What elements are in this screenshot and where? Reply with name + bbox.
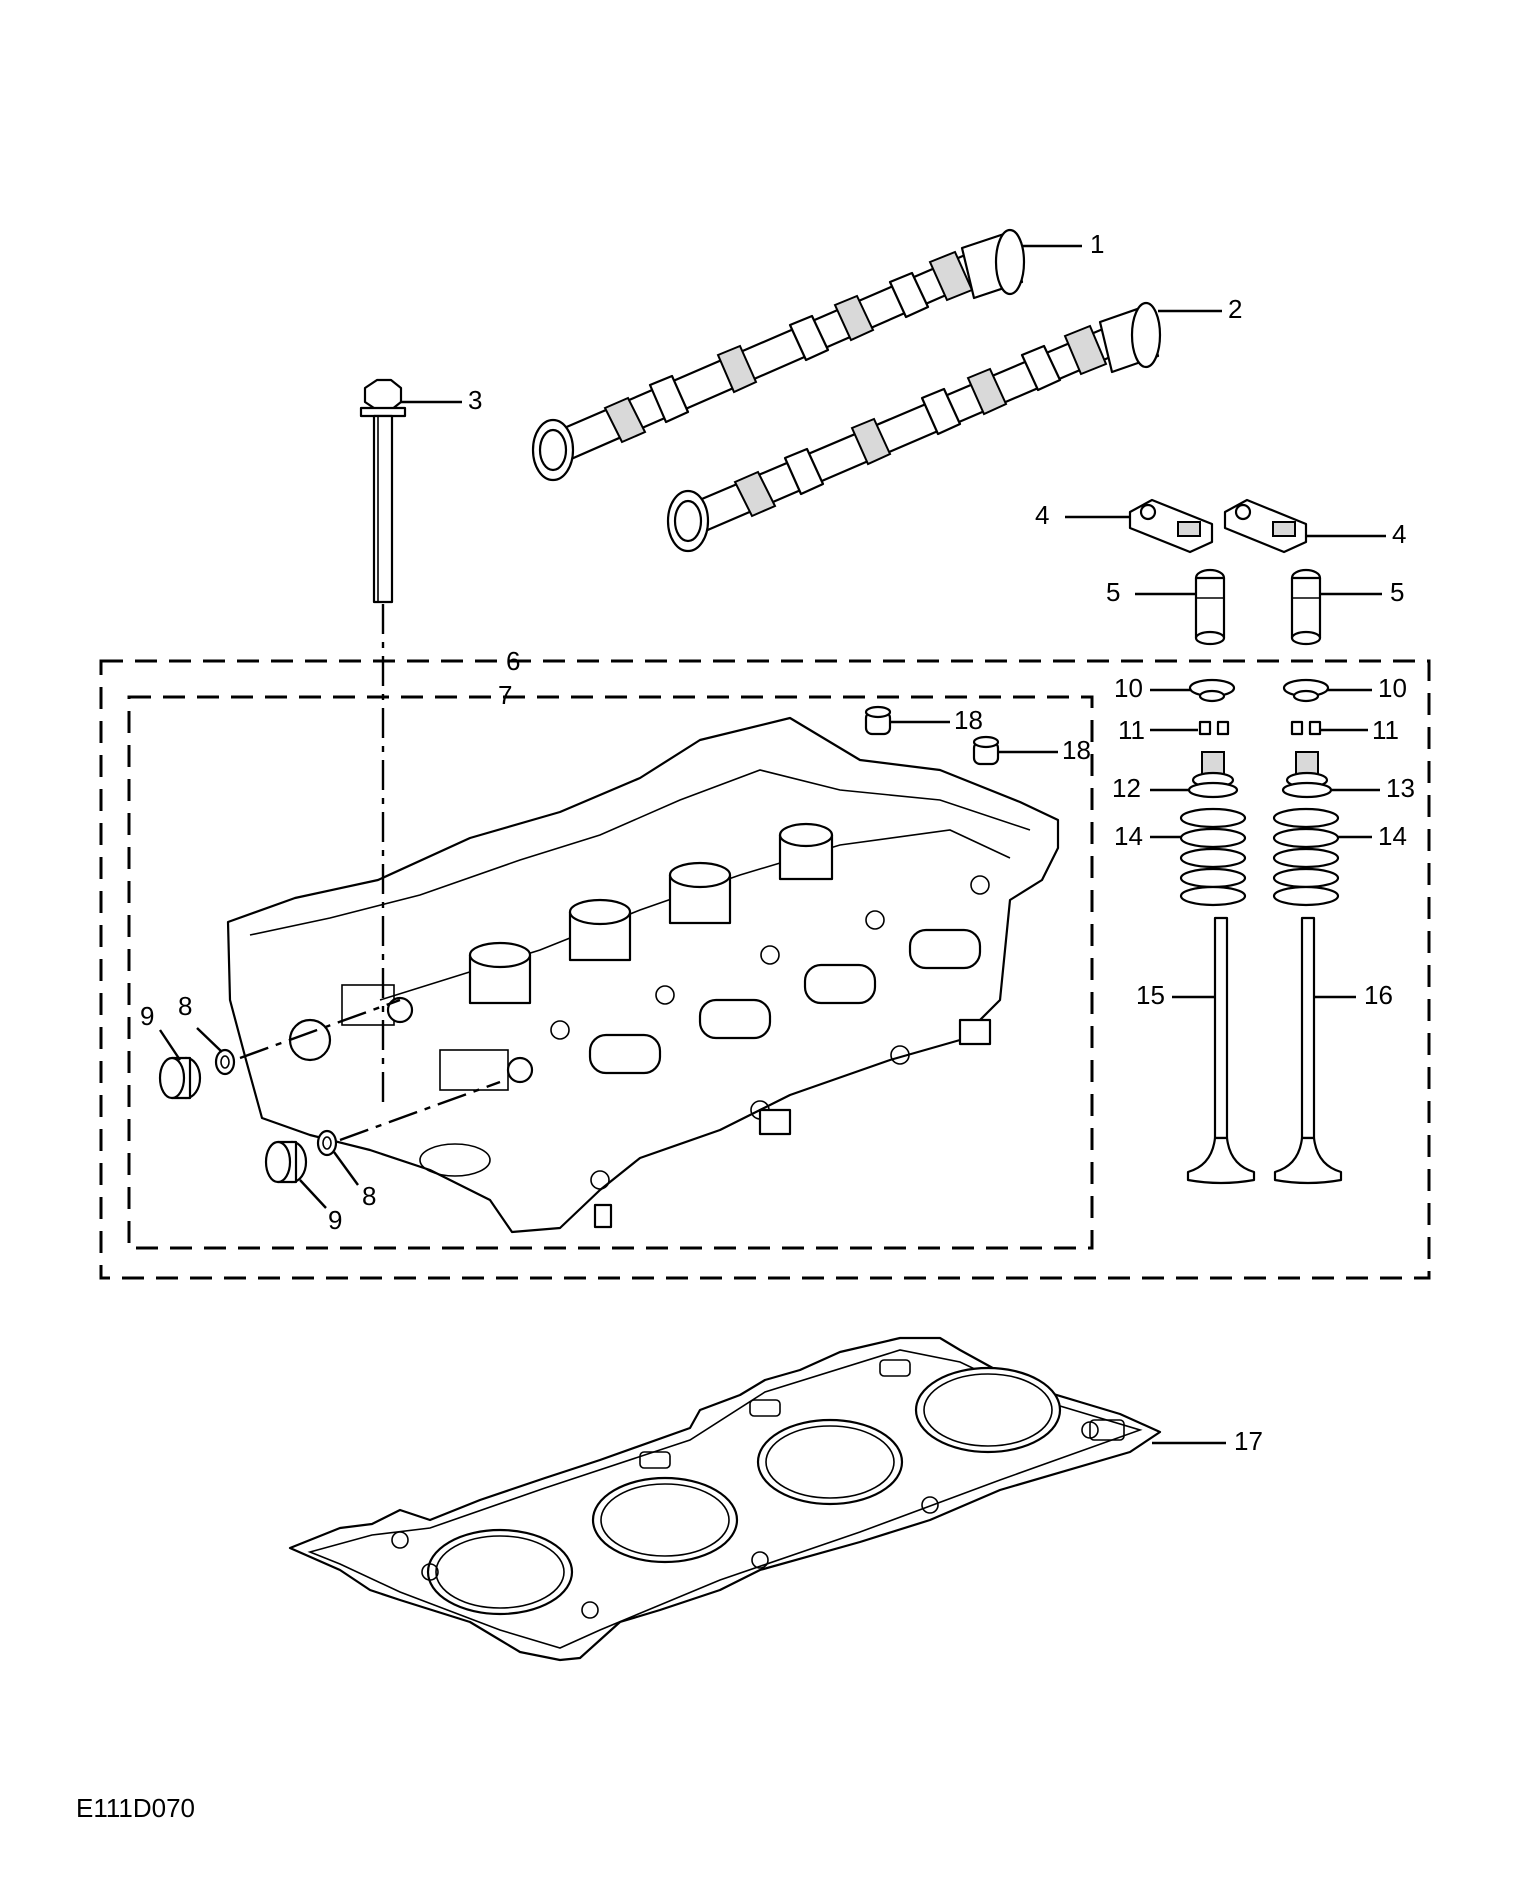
callout-10-right: 10: [1378, 673, 1407, 703]
rocker-arm-4-left: [1128, 498, 1214, 554]
callout-12: 12: [1112, 773, 1141, 803]
spring-retainer-10-left: [1188, 678, 1236, 703]
cylinder-head-gasket-17: [288, 1336, 1162, 1662]
callout-5-right: 5: [1390, 577, 1404, 607]
cam-seal-9-lower: [264, 1140, 308, 1184]
callout-10-left: 10: [1114, 673, 1143, 703]
callout-16: 16: [1364, 980, 1393, 1010]
callout-8-upper: 8: [178, 991, 192, 1021]
valve-stem-seal-12: [1187, 751, 1239, 799]
valve-spring-14-left: [1179, 807, 1247, 907]
callout-14-right: 14: [1378, 821, 1407, 851]
o-ring-8-upper: [214, 1048, 236, 1076]
camshaft-1: [531, 228, 1026, 482]
plug-18-upper: [864, 705, 892, 736]
callout-3: 3: [468, 385, 482, 415]
callout-9-lower: 9: [328, 1205, 342, 1235]
callout-18-upper: 18: [954, 705, 983, 735]
valve-16: [1273, 916, 1343, 1185]
lash-adjuster-5-left: [1194, 568, 1226, 646]
head-bolt-3: [359, 378, 407, 604]
callout-4-right: 4: [1392, 519, 1406, 549]
figure-id: E111D070: [76, 1793, 195, 1823]
o-ring-8-lower: [316, 1129, 338, 1157]
lash-adjuster-5-right: [1290, 568, 1322, 646]
cam-seal-9-upper: [158, 1056, 202, 1100]
callout-5-left: 5: [1106, 577, 1120, 607]
callout-14-left: 14: [1114, 821, 1143, 851]
camshaft-2: [666, 301, 1162, 553]
callout-17: 17: [1234, 1426, 1263, 1456]
spring-retainer-10-right: [1282, 678, 1330, 703]
callout-4-left: 4: [1035, 500, 1049, 530]
cylinder-head: [226, 716, 1060, 1234]
callout-7: 7: [498, 680, 512, 710]
assembly-center-lines: [239, 604, 501, 1142]
callout-15: 15: [1136, 980, 1165, 1010]
valve-stem-seal-13: [1281, 751, 1333, 799]
callout-13: 13: [1386, 773, 1415, 803]
valve-spring-14-right: [1272, 807, 1340, 907]
plug-18-lower: [972, 735, 1000, 766]
callout-18-lower: 18: [1062, 735, 1091, 765]
callout-1: 1: [1090, 229, 1104, 259]
leader-lines: [159, 244, 1386, 1445]
rocker-arm-4-right: [1223, 498, 1308, 554]
callout-11-right: 11: [1372, 715, 1399, 745]
callout-9-upper: 9: [140, 1001, 154, 1031]
assembly-7-boundary: [127, 695, 1094, 1250]
valve-15: [1186, 916, 1256, 1185]
assembly-6-boundary: [99, 659, 1431, 1280]
valve-collets-11-left: [1198, 720, 1230, 736]
callout-2: 2: [1228, 294, 1242, 324]
callout-11-left: 11: [1118, 715, 1145, 745]
callout-8-lower: 8: [362, 1181, 376, 1211]
valve-collets-11-right: [1290, 720, 1322, 736]
callout-6: 6: [506, 646, 520, 676]
